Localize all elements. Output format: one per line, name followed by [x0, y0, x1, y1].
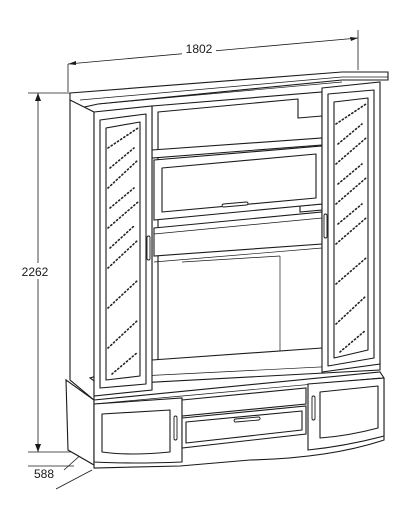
- lower-right-door[interactable]: [307, 377, 385, 451]
- upper-center-handle-icon[interactable]: [221, 201, 249, 208]
- cabinet-side: [65, 99, 95, 466]
- left-door-handle-icon[interactable]: [146, 235, 151, 261]
- width-dimension: 1802: [67, 30, 359, 92]
- width-dimension-label: 1802: [186, 42, 213, 56]
- height-dimension: 2262: [18, 92, 84, 453]
- lower-left-door[interactable]: [93, 397, 183, 464]
- height-dimension-label: 2262: [22, 265, 49, 279]
- depth-dimension-label: 588: [34, 467, 54, 481]
- right-glass-door[interactable]: [321, 81, 381, 373]
- left-glass-door[interactable]: [93, 105, 153, 397]
- lower-right-handle-icon[interactable]: [311, 395, 316, 421]
- lower-left-handle-icon[interactable]: [173, 415, 178, 441]
- center-drawer[interactable]: [181, 387, 307, 449]
- depth-dimension: 588: [28, 451, 93, 490]
- right-door-handle-icon[interactable]: [323, 213, 328, 239]
- drawer-handle-icon[interactable]: [233, 416, 261, 423]
